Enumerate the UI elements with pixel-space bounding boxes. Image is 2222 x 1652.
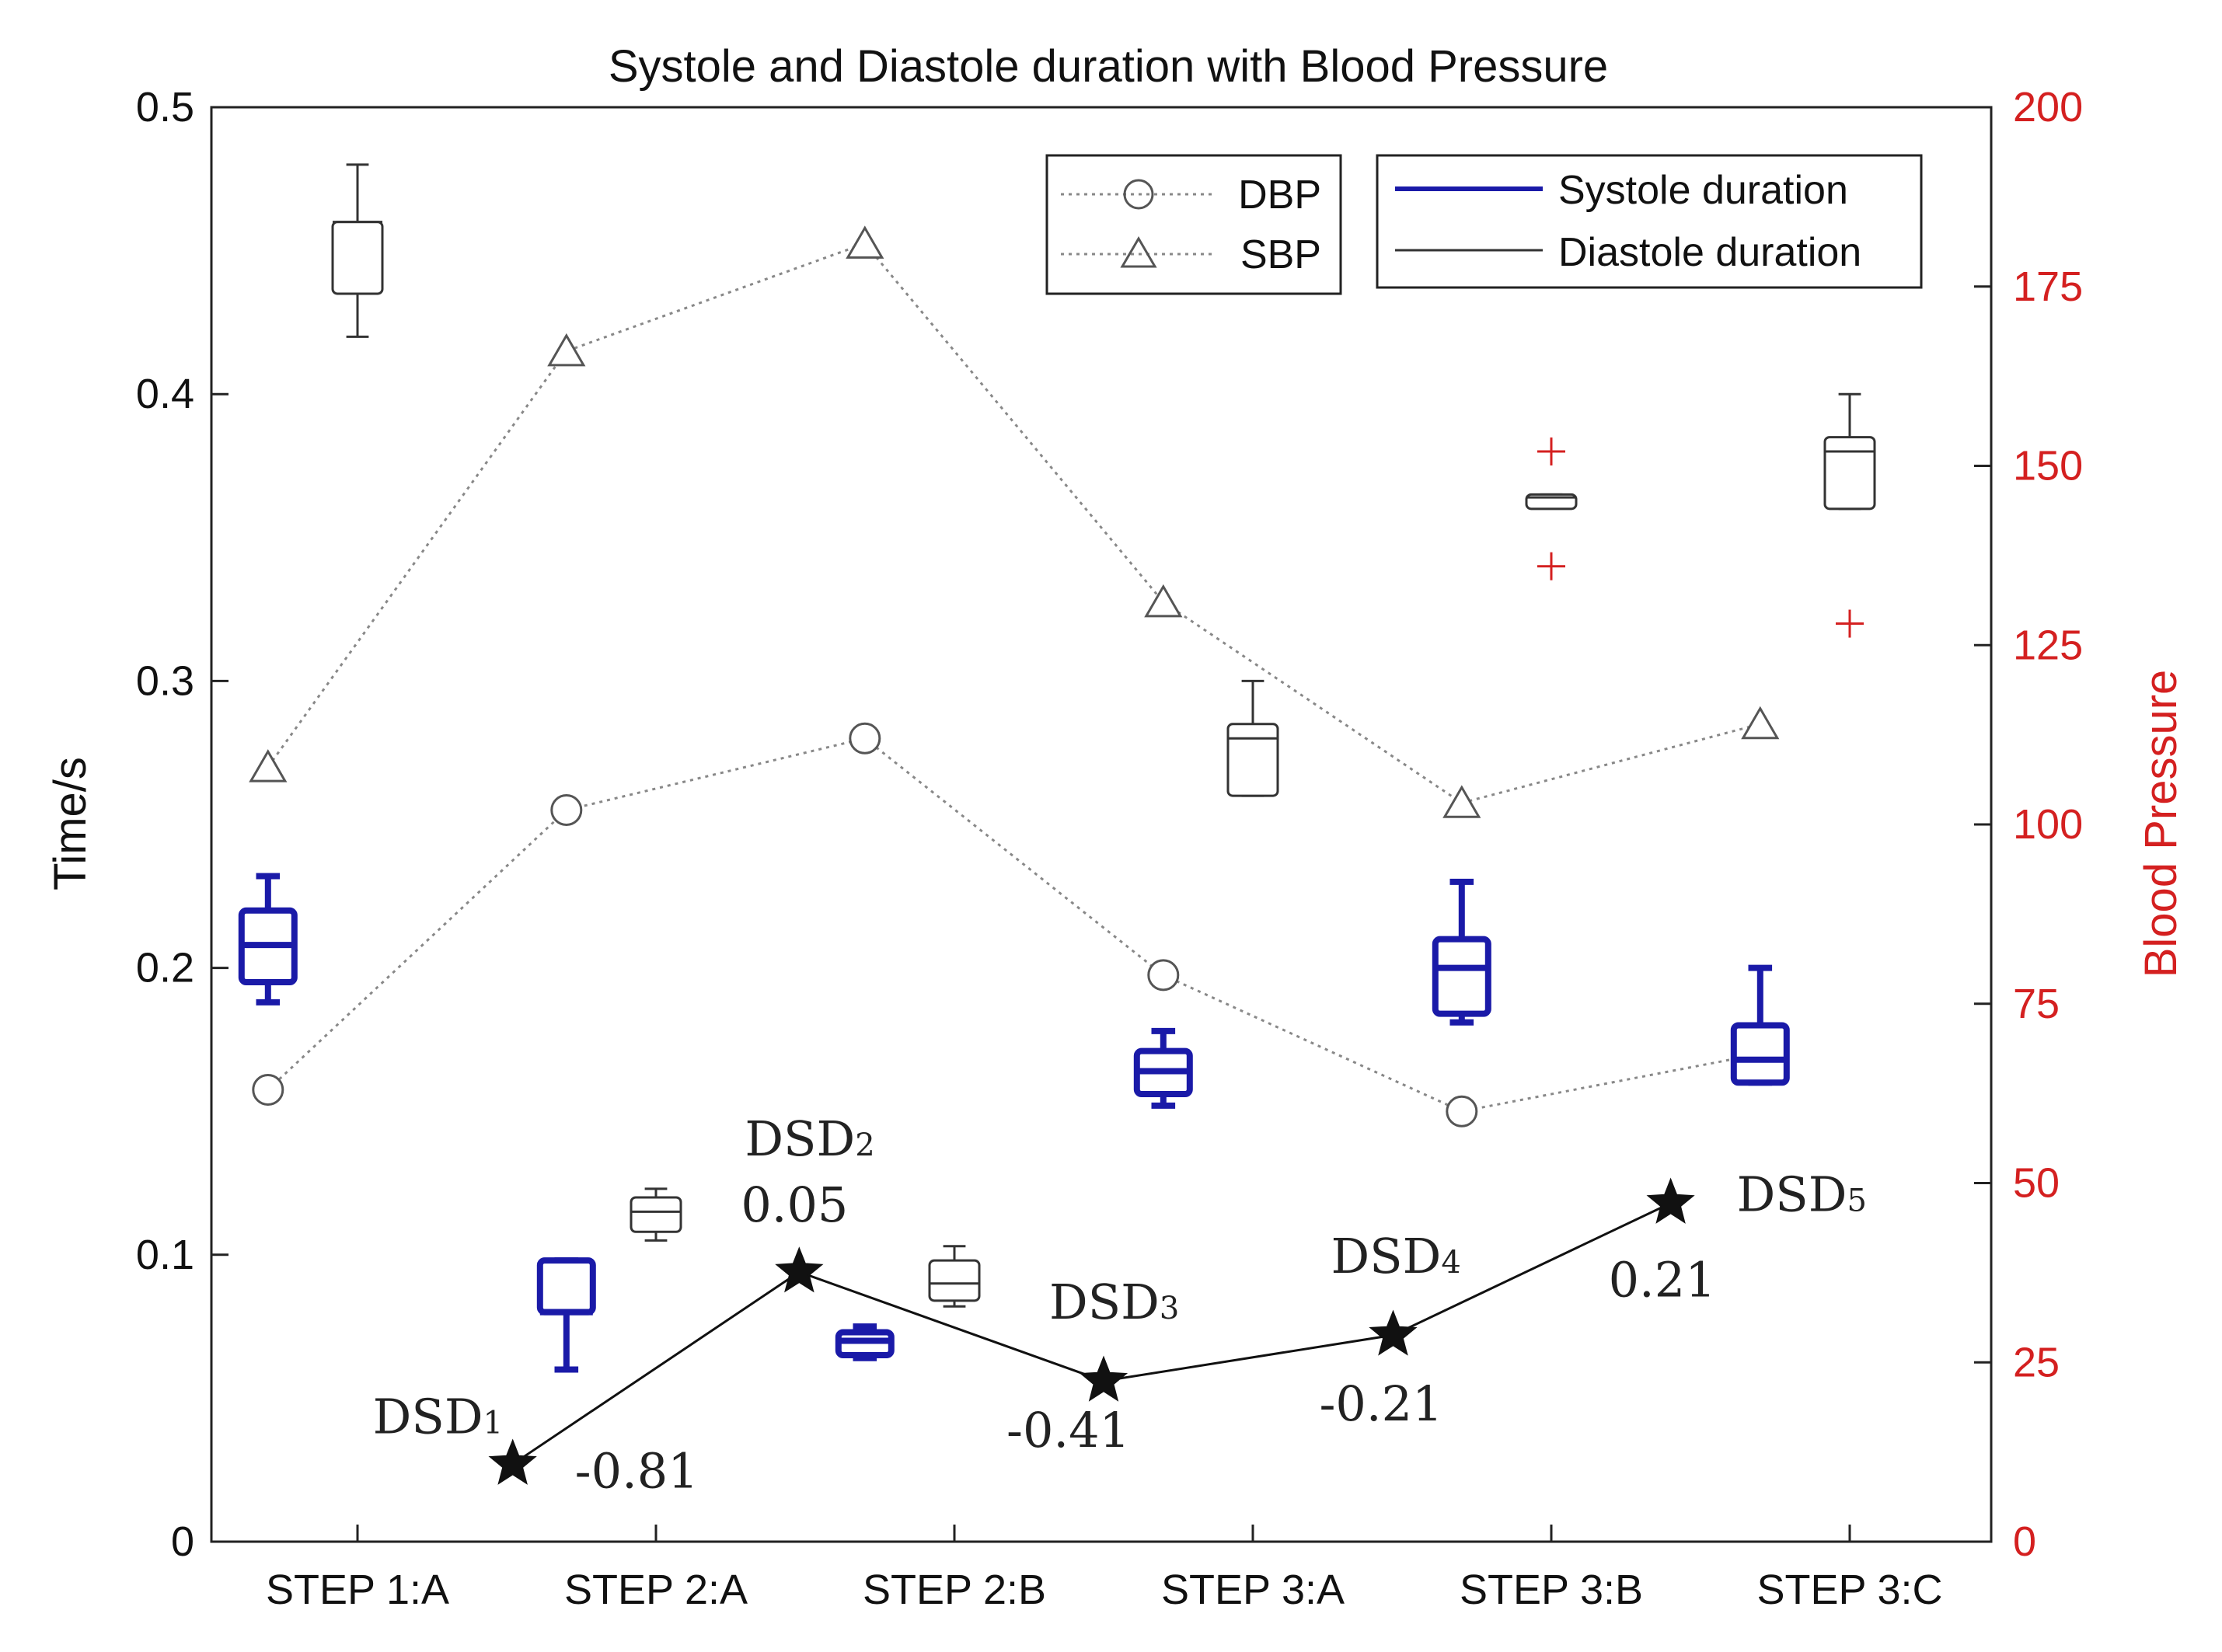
x-axis: STEP 1:A STEP 2:A STEP 2:B STEP 3:A STEP 3:B… (266, 1525, 1943, 1613)
sbp-point (249, 749, 288, 782)
systole-box (536, 1257, 596, 1373)
legend-sbp-label: SBP (1240, 232, 1321, 277)
y-right-tick-label: 0 (2013, 1518, 2036, 1565)
box-body (536, 1257, 596, 1316)
systole-box (1133, 1027, 1193, 1109)
dsd-name-label: DSD2 (745, 1110, 874, 1167)
legend-dbp-marker (1123, 179, 1154, 210)
right-axis: 0 25 50 75 100 125 150 175 200 (1974, 84, 2083, 1565)
sbp-point (1144, 584, 1183, 618)
chart-title: Systole and Diastole duration with Blood… (609, 41, 1608, 92)
dsd-point (1646, 1177, 1695, 1224)
systole-box (1730, 964, 1790, 1086)
legend-pressure: DBP SBP (1045, 154, 1342, 295)
dbp-point (849, 722, 881, 755)
diastole-box (1823, 392, 1876, 638)
box-body (928, 1259, 981, 1302)
y-right-tick-label: 150 (2013, 443, 2083, 490)
diastole-box (1525, 437, 1578, 580)
box-body (1226, 723, 1279, 797)
y-axis-left-label: Time/s (45, 757, 96, 890)
diastole-box (1226, 679, 1279, 797)
y-left-tick-label: 0 (171, 1518, 194, 1565)
diastole-boxes (331, 163, 1876, 1308)
x-tick-label: STEP 3:C (1756, 1567, 1942, 1613)
legend-sbp-marker (1120, 236, 1157, 268)
dbp-point (1147, 959, 1180, 992)
y-axis-right-label: Blood Pressure (2136, 670, 2186, 978)
sbp-point (1442, 785, 1481, 818)
legend-duration-frame (1376, 154, 1923, 289)
diastole-box (331, 163, 384, 338)
dsd-point (775, 1246, 824, 1293)
x-tick-label: STEP 3:A (1161, 1567, 1345, 1613)
dsd-point (1079, 1355, 1128, 1402)
dbp-point (1446, 1095, 1478, 1127)
box-body (1730, 1022, 1790, 1086)
dsd-name-label: DSD5 (1737, 1166, 1867, 1222)
systole-boxes (238, 873, 1790, 1373)
systole-box (835, 1323, 895, 1361)
dsd-point (488, 1438, 537, 1485)
dsd-value-label: -0.81 (575, 1442, 699, 1499)
dbp-point (550, 794, 583, 827)
y-left-tick-label: 0.3 (136, 657, 194, 704)
y-right-tick-label: 100 (2013, 801, 2083, 848)
y-right-tick-label: 50 (2013, 1160, 2060, 1207)
y-right-tick-label: 175 (2013, 263, 2083, 310)
dsd-value-label: 0.05 (741, 1176, 848, 1233)
y-left-tick-label: 0.5 (136, 84, 194, 131)
sbp-point (547, 333, 586, 367)
box-body (630, 1196, 682, 1233)
y-left-tick-label: 0.2 (136, 945, 194, 992)
legend-diastole-label: Diastole duration (1558, 230, 1861, 275)
x-tick-label: STEP 2:A (564, 1567, 748, 1613)
x-tick-label: STEP 3:B (1460, 1567, 1643, 1613)
legend-dbp-label: DBP (1238, 173, 1321, 218)
dsd-value-label: -0.41 (1006, 1402, 1130, 1459)
y-right-tick-label: 75 (2013, 981, 2060, 1027)
y-right-tick-label: 25 (2013, 1339, 2060, 1385)
box-body (1823, 436, 1876, 511)
left-axis: 0 0.1 0.2 0.3 0.4 0.5 (136, 84, 228, 1565)
x-tick-label: STEP 2:B (863, 1567, 1046, 1613)
diastole-box (630, 1187, 682, 1242)
dsd-name-label: DSD3 (1049, 1274, 1179, 1330)
dsd-name-label: DSD1 (373, 1388, 503, 1445)
box-body (1432, 936, 1491, 1017)
legend-duration: Systole duration Diastole duration (1376, 154, 1923, 289)
diastole-box (928, 1245, 981, 1308)
y-right-tick-label: 125 (2013, 622, 2083, 668)
sbp-point (1741, 706, 1780, 740)
y-left-tick-label: 0.1 (136, 1232, 194, 1278)
sbp-point (846, 225, 884, 259)
legend-systole-label: Systole duration (1558, 168, 1848, 213)
legend-pressure-frame (1045, 154, 1342, 295)
box-body (331, 221, 384, 295)
y-left-tick-label: 0.4 (136, 371, 194, 417)
systole-box (1432, 878, 1491, 1026)
dsd-point (1369, 1309, 1418, 1356)
systole-box (238, 873, 298, 1005)
x-tick-label: STEP 1:A (266, 1567, 449, 1613)
dsd-value-label: 0.21 (1609, 1251, 1716, 1308)
dsd-name-label: DSD4 (1331, 1228, 1460, 1284)
dsd-value-label: -0.21 (1319, 1375, 1442, 1432)
dbp-point (252, 1074, 284, 1107)
y-right-tick-label: 200 (2013, 84, 2083, 131)
